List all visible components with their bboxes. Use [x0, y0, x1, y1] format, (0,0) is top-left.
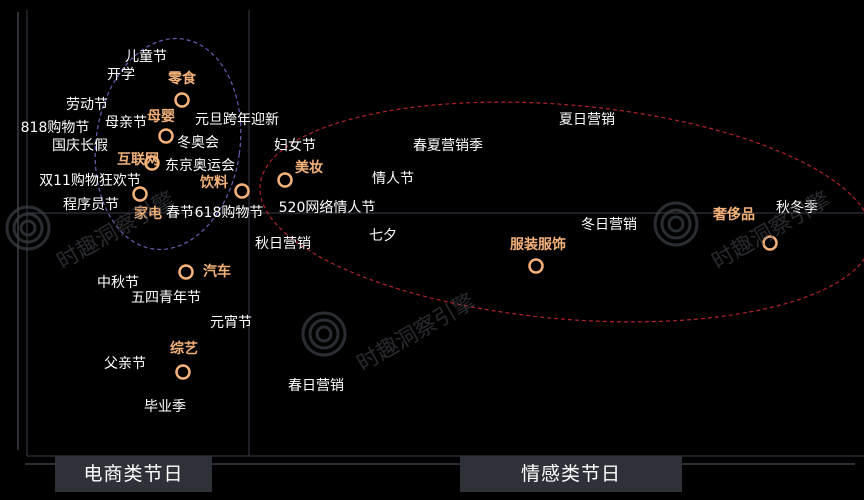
festival-label: 七夕 — [369, 228, 397, 244]
category-marker — [762, 235, 778, 251]
festival-label: 元宵节 — [210, 314, 252, 331]
festival-label: 818购物节 — [21, 120, 90, 136]
category-marker — [528, 258, 544, 274]
category-label: 母婴 — [147, 108, 175, 125]
festival-label: 春夏营销季 — [413, 138, 483, 154]
festival-label: 春节 — [166, 205, 194, 221]
category-label: 家电 — [134, 205, 162, 222]
watermark-logo-icon — [5, 205, 51, 251]
festival-label: 秋冬季 — [776, 200, 818, 216]
category-marker — [277, 172, 293, 188]
festival-label: 520网络情人节 — [279, 200, 376, 216]
festival-label: 双11购物狂欢节 — [39, 173, 141, 189]
emotion-ellipse — [259, 101, 864, 323]
category-label: 服装服饰 — [510, 236, 566, 253]
category-label: 零食 — [167, 70, 197, 87]
festival-label: 父亲节 — [104, 356, 146, 372]
category-marker — [158, 128, 174, 144]
watermark-logo-icon — [653, 201, 699, 247]
festival-label: 儿童节 — [125, 48, 167, 65]
festival-label: 元旦跨年迎新 — [195, 112, 279, 128]
festival-label: 夏日营销 — [559, 112, 615, 128]
category-marker — [175, 364, 191, 380]
festival-label: 冬日营销 — [581, 217, 637, 233]
watermark-logo-icon — [301, 311, 347, 357]
festival-label: 母亲节 — [105, 115, 147, 131]
category-label: 奢侈品 — [712, 206, 755, 223]
axis-label-ecommerce: 电商类节日 — [55, 456, 212, 492]
category-marker — [178, 264, 194, 280]
festival-label: 中秋节 — [97, 275, 139, 291]
category-label: 饮料 — [199, 174, 228, 191]
category-label: 汽车 — [203, 263, 231, 280]
festival-label: 东京奥运会 — [165, 157, 235, 174]
category-label: 美妆 — [295, 159, 323, 176]
festival-label: 劳动节 — [66, 97, 108, 113]
category-marker — [132, 186, 148, 202]
festival-label: 秋日营销 — [255, 236, 311, 252]
category-label: 互联网 — [117, 152, 159, 168]
festival-label: 五四青年节 — [131, 290, 201, 306]
festival-label: 国庆长假 — [52, 138, 108, 154]
axis-label-emotion: 情感类节日 — [460, 456, 682, 492]
festival-label: 618购物节 — [195, 205, 264, 221]
festival-label: 开学 — [107, 67, 135, 83]
category-marker — [234, 183, 250, 199]
ecommerce-ellipse — [94, 37, 242, 251]
festival-label: 春日营销 — [288, 378, 344, 394]
festival-label: 毕业季 — [144, 399, 186, 415]
festival-label: 冬奥会 — [177, 134, 219, 151]
festival-label: 妇女节 — [274, 137, 316, 154]
festival-label: 程序员节 — [63, 197, 119, 213]
festival-label: 情人节 — [372, 171, 414, 187]
category-marker — [144, 155, 160, 171]
category-marker — [174, 92, 190, 108]
category-label: 综艺 — [170, 340, 198, 357]
